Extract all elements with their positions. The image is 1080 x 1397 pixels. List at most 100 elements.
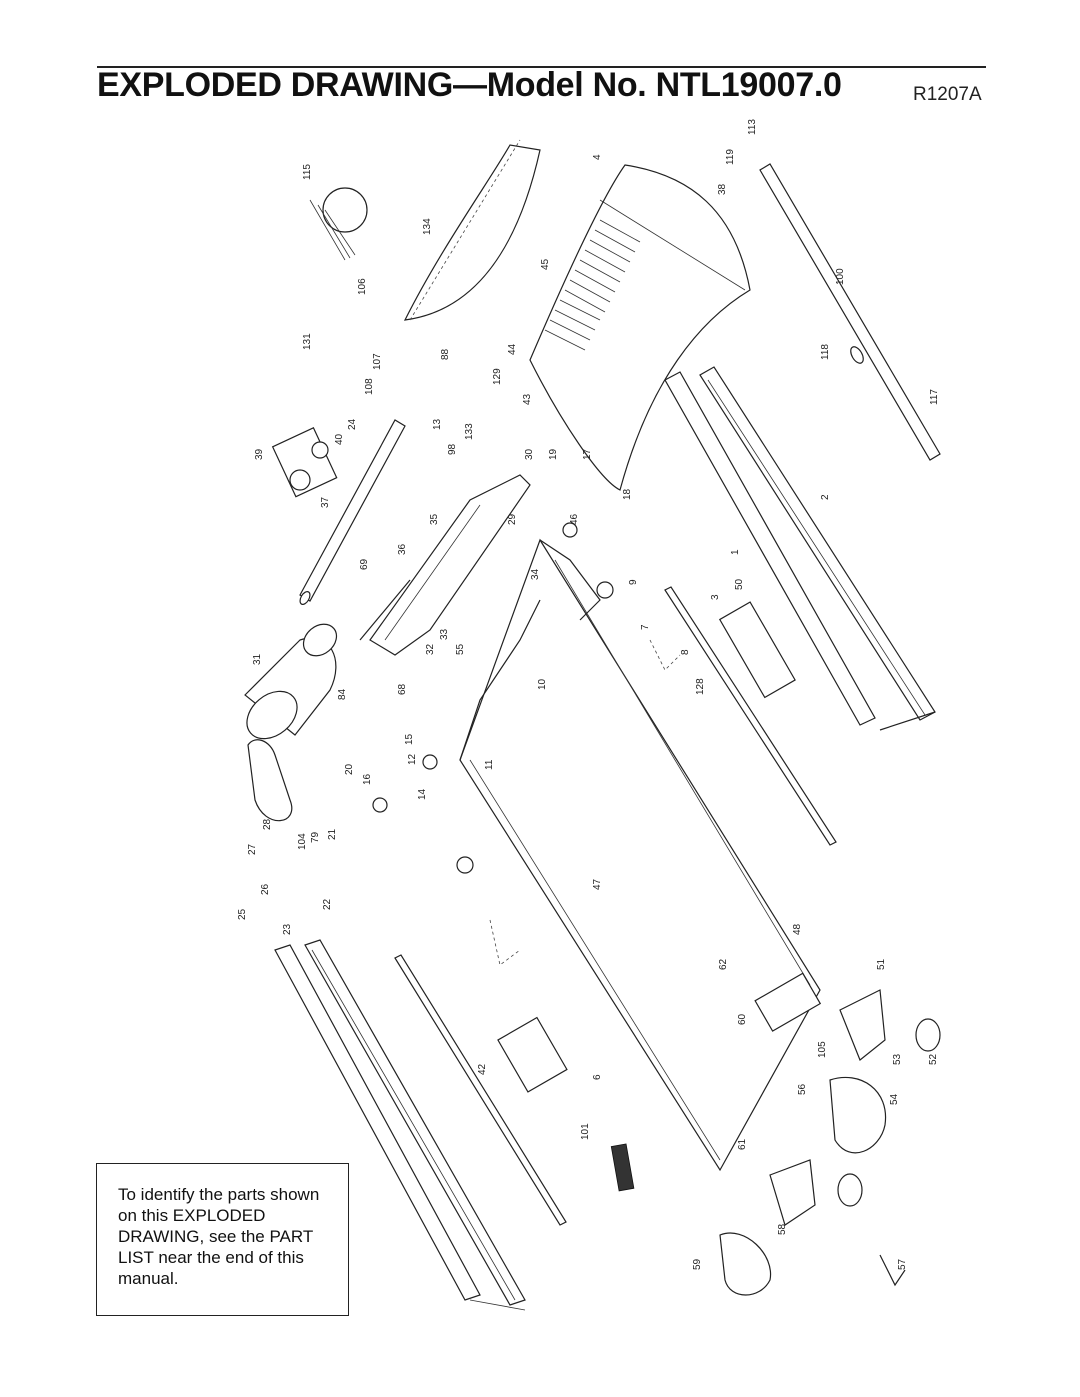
drive-belt	[247, 739, 293, 822]
part-label-69: 69	[359, 558, 370, 570]
right-side-rail	[664, 366, 936, 731]
part-label-13: 13	[432, 418, 443, 430]
part-label-1: 1	[730, 549, 741, 555]
part-label-115: 115	[302, 164, 313, 180]
part-label-131: 131	[302, 333, 313, 350]
part-label-100: 100	[835, 268, 846, 285]
part-label-79: 79	[310, 831, 321, 843]
part-label-105: 105	[817, 1041, 828, 1058]
part-label-20: 20	[344, 763, 355, 775]
flywheel-roller	[244, 623, 338, 740]
part-label-31: 31	[252, 653, 263, 665]
hardware-details	[372, 522, 906, 1287]
part-label-4: 4	[592, 154, 603, 160]
part-label-39: 39	[254, 448, 265, 460]
revision-code: R1207A	[913, 84, 982, 105]
part-label-43: 43	[522, 393, 533, 405]
upright-tube	[759, 163, 941, 461]
part-label-40: 40	[334, 433, 345, 445]
part-label-47: 47	[592, 878, 603, 890]
part-label-10: 10	[537, 678, 548, 690]
part-label-129: 129	[492, 368, 503, 385]
rear-end-caps	[719, 989, 941, 1296]
part-label-17: 17	[582, 448, 593, 460]
part-label-50: 50	[734, 578, 745, 590]
identification-note: To identify the parts shown on this EXPL…	[96, 1163, 349, 1316]
part-label-12: 12	[407, 753, 418, 765]
part-label-32: 32	[425, 643, 436, 655]
part-label-61: 61	[737, 1138, 748, 1150]
part-label-35: 35	[429, 513, 440, 525]
header-rule	[97, 66, 986, 68]
part-label-52: 52	[928, 1053, 939, 1065]
part-label-14: 14	[417, 788, 428, 800]
part-label-33: 33	[439, 628, 450, 640]
part-label-117: 117	[929, 389, 940, 405]
part-label-18: 18	[622, 488, 633, 500]
motor-assembly	[271, 427, 338, 498]
part-label-22: 22	[322, 898, 333, 910]
part-label-108: 108	[364, 378, 375, 395]
part-label-16: 16	[362, 773, 373, 785]
part-label-19: 19	[548, 448, 559, 460]
part-label-38: 38	[717, 183, 728, 195]
part-label-24: 24	[347, 418, 358, 430]
wire-harness	[309, 187, 368, 261]
part-label-134: 134	[422, 218, 433, 235]
part-label-59: 59	[692, 1258, 703, 1270]
part-label-51: 51	[876, 958, 887, 970]
part-label-25: 25	[237, 908, 248, 920]
part-label-3: 3	[710, 594, 721, 600]
part-label-21: 21	[327, 828, 338, 840]
part-label-28: 28	[262, 818, 273, 830]
part-label-106: 106	[357, 278, 368, 295]
part-label-46: 46	[569, 513, 580, 525]
console-frame	[359, 474, 531, 656]
page-title: EXPLODED DRAWING—Model No. NTL19007.0	[97, 66, 842, 104]
part-label-98: 98	[447, 443, 458, 455]
part-label-56: 56	[797, 1083, 808, 1095]
part-label-29: 29	[507, 513, 518, 525]
left-upright-tube	[299, 419, 406, 605]
part-label-37: 37	[320, 496, 331, 508]
part-label-53: 53	[892, 1053, 903, 1065]
part-label-58: 58	[777, 1223, 788, 1235]
motor-hood	[403, 139, 541, 321]
part-label-57: 57	[897, 1258, 908, 1270]
part-label-7: 7	[640, 624, 651, 630]
part-label-60: 60	[737, 1013, 748, 1025]
part-label-118: 118	[820, 344, 831, 360]
part-label-48: 48	[792, 923, 803, 935]
part-label-68: 68	[397, 683, 408, 695]
upright-housing	[529, 164, 751, 491]
part-label-9: 9	[628, 579, 639, 585]
part-label-84: 84	[337, 688, 348, 700]
part-label-62: 62	[718, 958, 729, 970]
part-label-26: 26	[260, 883, 271, 895]
part-label-27: 27	[247, 843, 258, 855]
part-label-88: 88	[440, 348, 451, 360]
part-label-54: 54	[889, 1093, 900, 1105]
part-label-119: 119	[725, 149, 736, 165]
part-label-36: 36	[397, 543, 408, 555]
part-label-133: 133	[464, 423, 475, 440]
part-label-44: 44	[507, 343, 518, 355]
part-label-104: 104	[297, 833, 308, 850]
part-label-45: 45	[540, 258, 551, 270]
deck-frame	[459, 538, 822, 1172]
part-label-42: 42	[477, 1063, 488, 1075]
part-label-15: 15	[404, 733, 415, 745]
part-label-55: 55	[455, 643, 466, 655]
part-label-11: 11	[484, 759, 495, 770]
trim-strips	[394, 586, 837, 1226]
part-label-2: 2	[820, 494, 831, 500]
left-side-rail	[274, 939, 526, 1311]
part-labels: 1234678910111213141516171819202122232425…	[237, 119, 940, 1270]
part-label-23: 23	[282, 923, 293, 935]
part-label-8: 8	[680, 649, 691, 655]
part-label-34: 34	[530, 568, 541, 580]
part-label-101: 101	[580, 1123, 591, 1140]
part-label-113: 113	[747, 119, 758, 135]
